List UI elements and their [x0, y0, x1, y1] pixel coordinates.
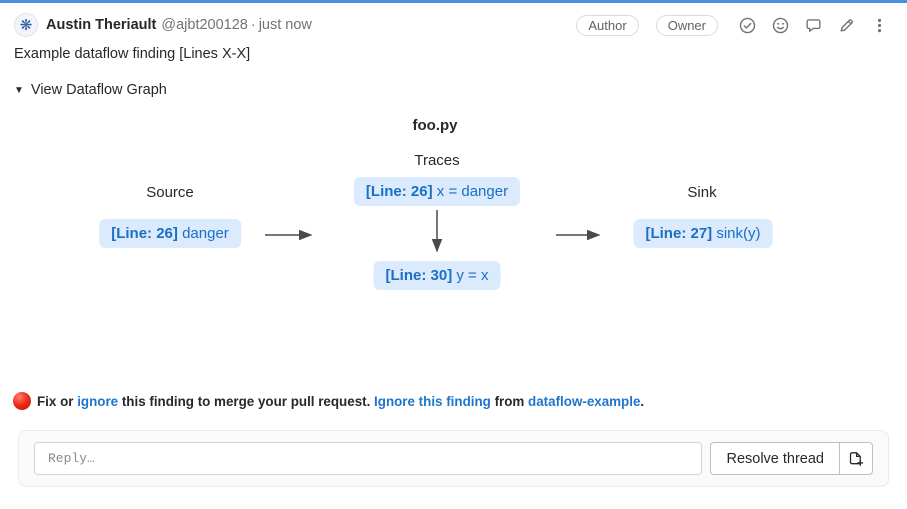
header-actions: Author Owner — [576, 15, 888, 36]
notice-text: Fix or ignore this finding to merge your… — [37, 394, 644, 409]
graph-node-sink: [Line: 27] sink(y) — [633, 219, 773, 248]
resolve-thread-button-group: Resolve thread — [710, 442, 873, 475]
node-line-label: [Line: 30] — [385, 267, 453, 284]
graph-column-source: Source — [146, 184, 194, 201]
smiley-icon[interactable] — [772, 17, 789, 34]
ignore-link[interactable]: ignore — [77, 393, 119, 409]
button-divider — [839, 443, 840, 474]
user-avatar[interactable]: ❋ — [14, 13, 38, 37]
author-meta: @ajbt200128·just now — [161, 17, 315, 33]
notice-from: from — [490, 393, 529, 409]
graph-column-traces: Traces — [414, 152, 460, 169]
author-badge: Author — [576, 15, 639, 36]
graph-file-title: foo.py — [412, 117, 458, 134]
finding-notice: Fix or ignore this finding to merge your… — [13, 392, 644, 410]
comment-body: Example dataflow finding [Lines X-X] — [14, 46, 251, 62]
mandala-avatar-icon: ❋ — [19, 16, 33, 34]
ignore-finding-link[interactable]: Ignore this finding — [374, 393, 491, 409]
comment-header: ❋ Austin Theriault @ajbt200128·just now — [14, 13, 315, 37]
node-code: x = danger — [436, 183, 509, 200]
node-code: y = x — [456, 267, 489, 284]
dataflow-graph-toggle[interactable]: ▼ View Dataflow Graph — [14, 82, 167, 98]
node-line-label: [Line: 26] — [365, 183, 433, 200]
dataflow-graph-toggle-label: View Dataflow Graph — [30, 82, 167, 98]
notice-prefix: Fix or — [37, 393, 78, 409]
notice-middle: this finding to merge your pull request. — [118, 393, 375, 409]
red-circle-icon — [13, 392, 31, 410]
meta-separator: · — [250, 17, 256, 33]
graph-node-trace-1: [Line: 26] x = danger — [353, 177, 521, 206]
author-handle: @ajbt200128 — [161, 17, 248, 33]
node-line-label: [Line: 26] — [111, 225, 178, 242]
top-accent-bar — [0, 0, 907, 3]
check-circle-icon[interactable] — [739, 17, 756, 34]
graph-node-trace-2: [Line: 30] y = x — [373, 261, 501, 290]
notice-suffix: . — [640, 393, 645, 409]
kebab-menu-icon[interactable] — [871, 17, 888, 34]
author-name: Austin Theriault — [46, 17, 157, 33]
node-code: danger — [182, 225, 229, 242]
graph-node-source: [Line: 26] danger — [99, 219, 241, 248]
document-plus-icon[interactable] — [840, 443, 872, 474]
caret-down-icon: ▼ — [14, 84, 24, 96]
owner-badge: Owner — [655, 15, 718, 36]
ruleset-link[interactable]: dataflow-example — [528, 393, 641, 409]
reply-input[interactable] — [34, 442, 703, 475]
comment-icon[interactable] — [805, 17, 822, 34]
node-line-label: [Line: 27] — [645, 225, 713, 242]
resolve-thread-button[interactable]: Resolve thread — [726, 450, 824, 467]
node-code: sink(y) — [716, 225, 761, 242]
graph-column-sink: Sink — [687, 184, 717, 201]
reply-panel: Resolve thread — [18, 430, 889, 487]
pencil-icon[interactable] — [838, 17, 855, 34]
timestamp: just now — [258, 17, 312, 33]
